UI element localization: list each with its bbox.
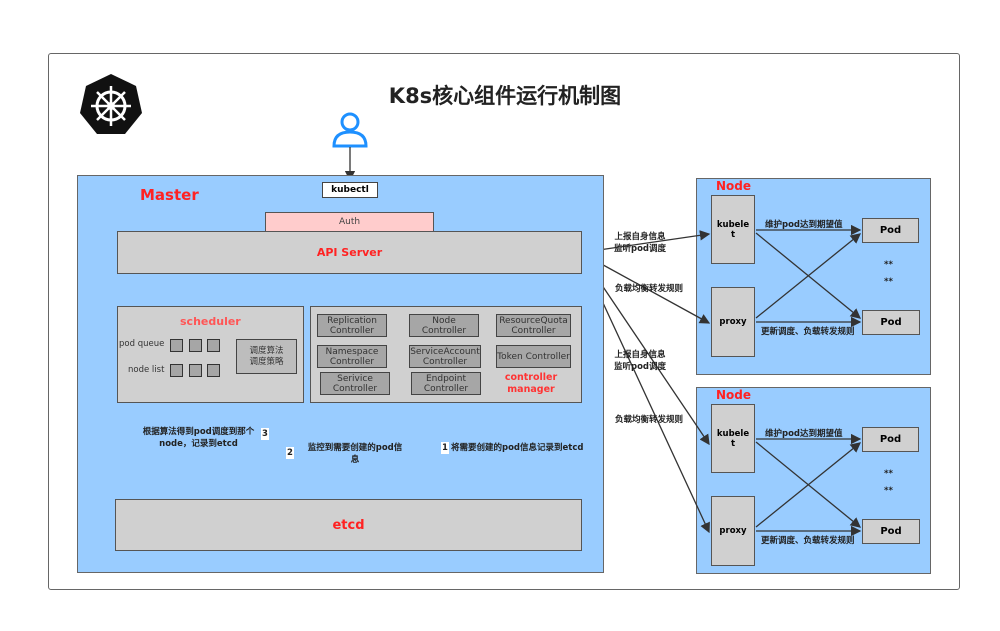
node-controller: Node Controller: [409, 314, 479, 337]
endpoint-controller: Endpoint Controller: [411, 372, 481, 395]
namespace-controller: Namespace Controller: [317, 345, 387, 368]
report-label-2: 上报自身信息监听pod调度: [614, 349, 666, 373]
serviceaccount-controller: ServiceAccount Controller: [409, 345, 481, 368]
step1-number: 1: [441, 442, 449, 454]
queue-slot: [189, 339, 202, 352]
queue-slot: [207, 339, 220, 352]
pod-box: Pod: [862, 310, 920, 335]
ellipsis: **: [884, 469, 893, 479]
lb-label-1: 负载均衡转发规则: [615, 284, 684, 294]
step2-text: 监控到需要创建的pod信息: [307, 443, 403, 465]
token-controller: Token Controller: [496, 345, 571, 368]
step2-number: 2: [286, 447, 294, 459]
report-label-1: 上报自身信息监听pod调度: [614, 231, 666, 255]
maintain-label: 维护pod达到期望值: [765, 220, 843, 230]
ellipsis: **: [884, 486, 893, 496]
node-list-label: node list: [128, 365, 165, 375]
master-label: Master: [140, 186, 199, 204]
step1-text: 将需要创建的pod信息记录到etcd: [451, 443, 584, 453]
controller-manager-label: controller manager: [500, 372, 562, 396]
algorithm-text: 调度算法: [249, 346, 284, 356]
etcd-box: etcd: [115, 499, 582, 551]
api-server-box: API Server: [117, 231, 582, 274]
user-icon: [332, 112, 368, 148]
diagram-frame: [48, 53, 960, 590]
pod-box: Pod: [862, 218, 919, 243]
pod-box: Pod: [862, 427, 919, 452]
policy-text: 调度策略: [249, 357, 284, 367]
lb-label-2: 负载均衡转发规则: [615, 415, 684, 425]
node-slot: [207, 364, 220, 377]
replication-controller: Replication Controller: [317, 314, 387, 337]
pod-box: Pod: [862, 519, 920, 544]
auth-box: Auth: [265, 212, 434, 232]
pod-queue-label: pod queue: [119, 339, 165, 349]
update-label: 更新调度、负载转发规则: [761, 536, 855, 546]
node-slot: [189, 364, 202, 377]
kubernetes-logo: [80, 74, 142, 134]
report-text: 上报自身信息: [614, 350, 666, 360]
report-text: 上报自身信息: [614, 232, 666, 242]
watch-text: 监听pod调度: [614, 244, 667, 254]
page-title: K8s核心组件运行机制图: [388, 84, 622, 108]
update-label: 更新调度、负载转发规则: [761, 327, 855, 337]
step3-text: 根据算法得到pod调度到那个node，记录到etcd: [142, 427, 255, 449]
ellipsis: **: [884, 260, 893, 270]
proxy-box: proxy: [711, 287, 755, 357]
step3-number: 3: [261, 428, 269, 440]
node-label: Node: [716, 179, 752, 193]
ellipsis: **: [884, 277, 893, 287]
controller-manager-label-line1: controller: [504, 372, 558, 383]
watch-text: 监听pod调度: [614, 362, 667, 372]
scheduler-label: scheduler: [180, 315, 241, 328]
resourcequota-controller: ResourceQuota Controller: [496, 314, 571, 337]
kubelet-box: kubelet: [711, 404, 755, 473]
kubelet-box: kubelet: [711, 195, 755, 264]
service-controller: Serivice Controller: [320, 372, 390, 395]
node-slot: [170, 364, 183, 377]
queue-slot: [170, 339, 183, 352]
proxy-box: proxy: [711, 496, 755, 566]
maintain-label: 维护pod达到期望值: [765, 429, 843, 439]
node-label: Node: [716, 388, 752, 402]
controller-manager-label-line2: manager: [507, 384, 555, 395]
kubectl-box: kubectl: [322, 182, 378, 198]
scheduling-algorithm-box: 调度算法 调度策略: [236, 339, 297, 374]
